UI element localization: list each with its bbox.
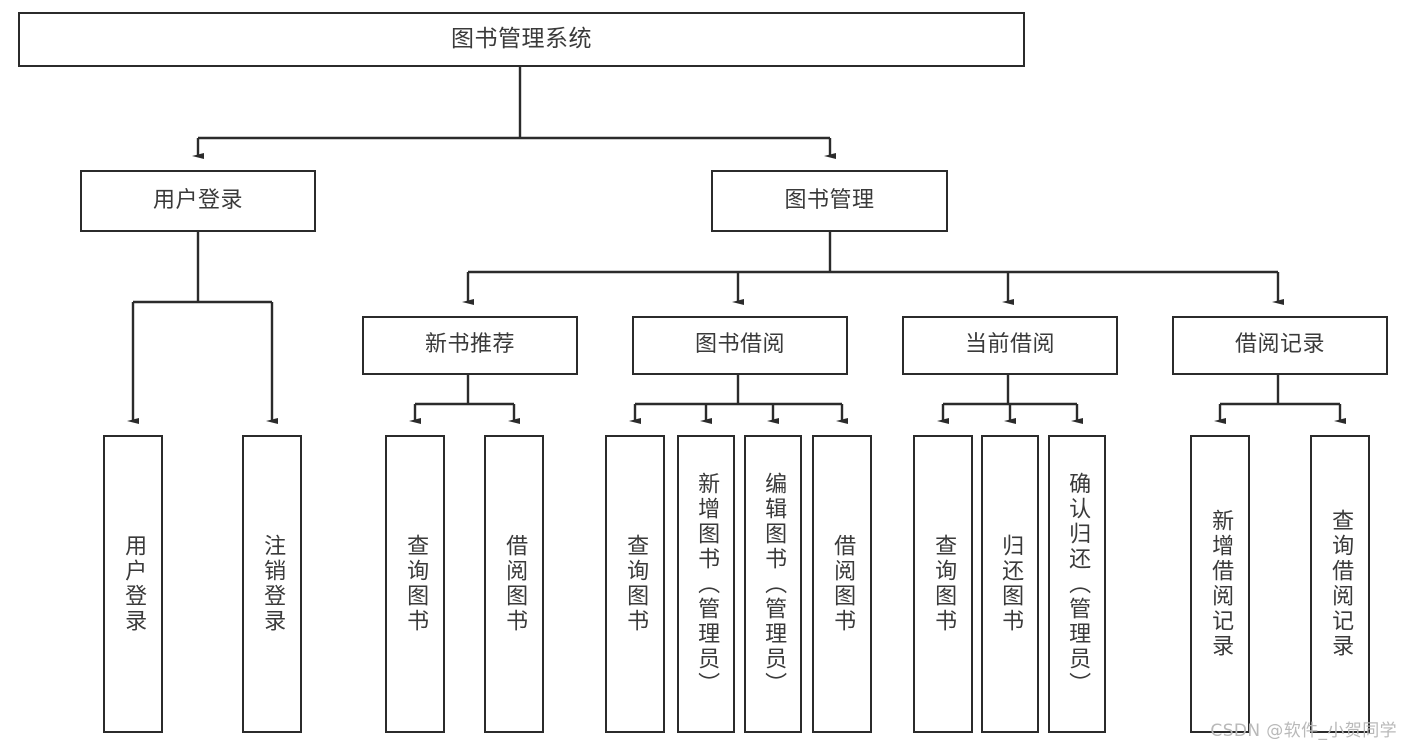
node-label: 新书推荐: [424, 332, 515, 358]
leaf-book-borrow-add-book-admin[interactable]: 新增图书（管理员）: [677, 435, 735, 733]
leaf-new-book-query-book[interactable]: 查询图书: [385, 435, 445, 733]
node-book-borrow[interactable]: 图书借阅: [632, 316, 848, 375]
node-label: 借阅记录: [1234, 332, 1325, 358]
leaf-book-borrow-borrow-book[interactable]: 借阅图书: [812, 435, 872, 733]
node-root-book-management-system[interactable]: 图书管理系统: [18, 12, 1025, 67]
node-label: 图书借阅: [694, 332, 785, 358]
leaf-book-borrow-edit-book-admin[interactable]: 编辑图书（管理员）: [744, 435, 802, 733]
leaf-current-borrow-confirm-return-admin[interactable]: 确认归还（管理员）: [1048, 435, 1106, 733]
node-label: 当前借阅: [964, 332, 1055, 358]
node-label: 编辑图书（管理员）: [761, 471, 787, 697]
node-user-login[interactable]: 用户登录: [80, 170, 316, 232]
node-label: 查询借阅记录: [1328, 509, 1354, 659]
node-label: 查询图书: [403, 534, 429, 634]
node-borrow-record[interactable]: 借阅记录: [1172, 316, 1388, 375]
leaf-new-book-borrow-book[interactable]: 借阅图书: [484, 435, 544, 733]
node-new-book-recommend[interactable]: 新书推荐: [362, 316, 578, 375]
leaf-borrow-record-add-record[interactable]: 新增借阅记录: [1190, 435, 1250, 733]
node-label: 图书管理系统: [451, 25, 592, 52]
node-label: 查询图书: [623, 534, 649, 634]
node-current-borrow[interactable]: 当前借阅: [902, 316, 1118, 375]
node-label: 用户登录: [121, 534, 147, 634]
leaf-borrow-record-query-record[interactable]: 查询借阅记录: [1310, 435, 1370, 733]
node-label: 用户登录: [152, 187, 243, 213]
node-label: 查询图书: [931, 534, 957, 634]
node-label: 图书管理: [784, 187, 875, 213]
leaf-user-login-login[interactable]: 用户登录: [103, 435, 163, 733]
node-label: 新增借阅记录: [1208, 509, 1234, 659]
node-label: 新增图书（管理员）: [694, 471, 720, 697]
leaf-current-borrow-return-book[interactable]: 归还图书: [981, 435, 1039, 733]
leaf-current-borrow-query-book[interactable]: 查询图书: [913, 435, 973, 733]
leaf-book-borrow-query-book[interactable]: 查询图书: [605, 435, 665, 733]
node-book-management[interactable]: 图书管理: [711, 170, 948, 232]
node-label: 确认归还（管理员）: [1065, 471, 1091, 697]
watermark: CSDN @软件_小贺同学: [1210, 721, 1397, 741]
node-label: 借阅图书: [830, 534, 856, 634]
node-label: 注销登录: [260, 534, 286, 634]
node-label: 借阅图书: [502, 534, 528, 634]
node-label: 归还图书: [998, 534, 1024, 634]
leaf-user-login-logout[interactable]: 注销登录: [242, 435, 302, 733]
